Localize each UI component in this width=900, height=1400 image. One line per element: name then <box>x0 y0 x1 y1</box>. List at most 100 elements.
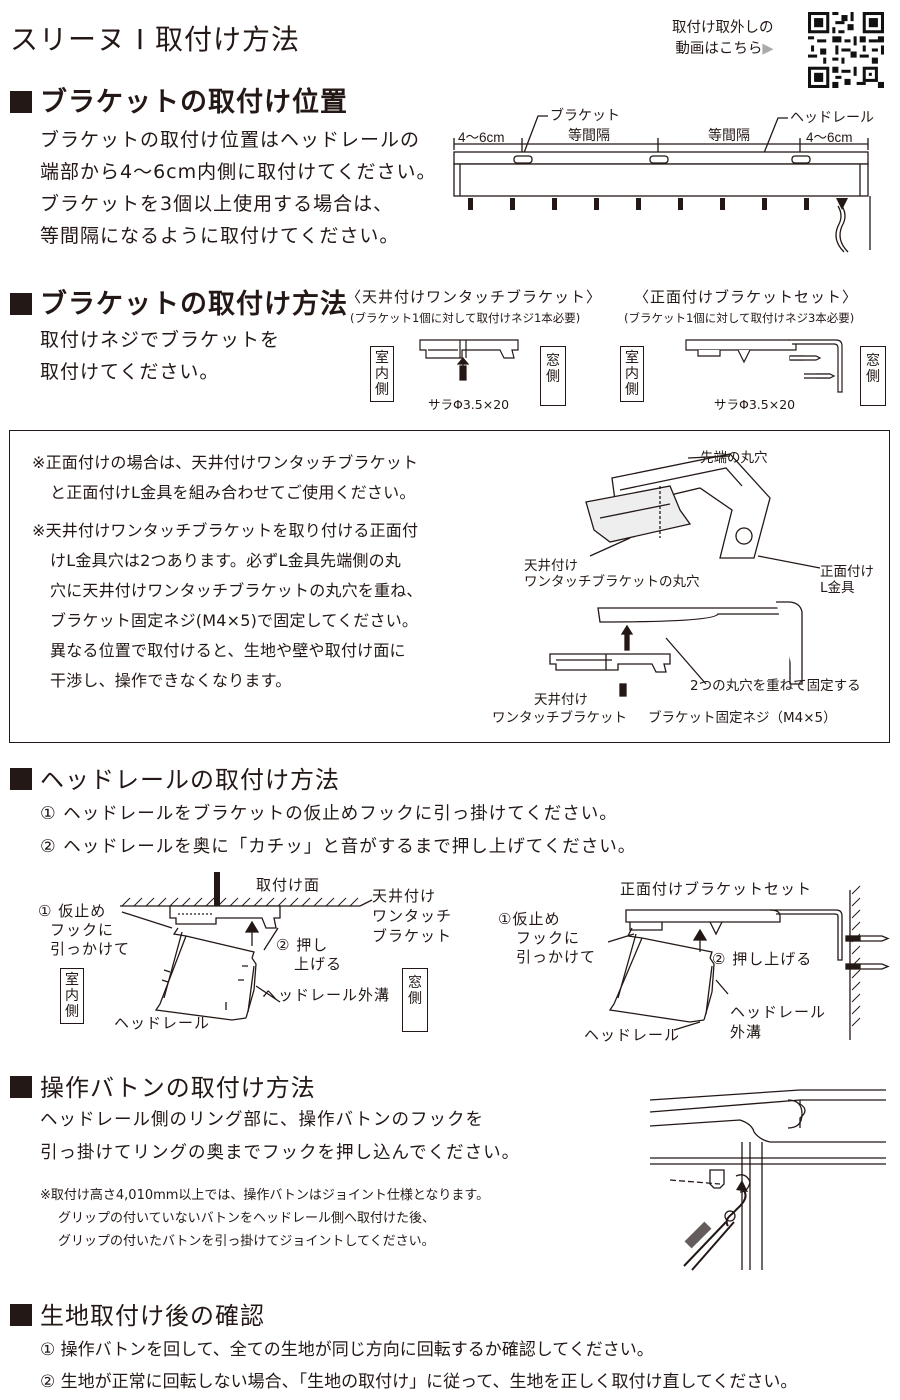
headrail-label: ヘッドレール <box>790 110 874 126</box>
ceiling-headrail-diagram <box>120 872 373 1021</box>
dimension-label-left: 4〜6cm <box>458 130 505 145</box>
equal-spacing-label-2: 等間隔 <box>708 127 750 144</box>
ceiling-bracket-label-2: ワンタッチブラケット <box>492 709 627 726</box>
front-headrail-diagram <box>607 885 890 1040</box>
step-line: ② 生地が正常に回転しない場合、「生地の取付け」に従って、生地を正しく取付け直し… <box>40 1372 798 1392</box>
headrail-groove-label: ヘッドレール 外溝 <box>730 1002 826 1042</box>
section-heading-wand-method: 操作バトンの取付け方法 <box>10 1068 316 1103</box>
ceiling-one-touch-label: 天井付け ワンタッチ ブラケット <box>372 886 452 946</box>
ceiling-screw-spec: サラΦ3.5×20 <box>428 397 510 412</box>
qr-caption: 取付け取外しの 動画はこちら▶ <box>672 18 774 60</box>
section-heading-bracket-method: ブラケットの取付け方法 <box>10 282 348 321</box>
ceiling-bracket-drawing <box>419 339 519 381</box>
push-up-label: ② 押し上げる <box>712 950 813 968</box>
step-line: ① 操作バトンを回して、全ての生地が同じ方向に回転するか確認してください。 <box>40 1340 654 1360</box>
note-line: ※正面付けの場合は、天井付けワンタッチブラケット <box>32 453 419 472</box>
note-line: グリップの付いていないバトンをヘッドレール側へ取付けた後、 <box>58 1211 436 1226</box>
fix-screw-label: ブラケット固定ネジ（M4×5） <box>648 709 837 726</box>
note-line: ※取付け高さ4,010mm以上では、操作バトンはジョイント仕様となります。 <box>40 1188 490 1203</box>
label-line: 外溝 <box>730 1023 763 1041</box>
post-install-steps: ① 操作バトンを回して、全ての生地が同じ方向に回転するか確認してください。 ② … <box>40 1334 895 1398</box>
mount-surface-label: 取付け面 <box>256 876 321 894</box>
note-line: ブラケット固定ネジ(M4×5)で固定してください。 <box>50 611 419 630</box>
front-screw-spec: サラΦ3.5×20 <box>714 397 796 412</box>
note-line: けL金具穴は2つあります。必ずL金具先端側の丸 <box>50 551 402 570</box>
bracket-label: ブラケット <box>550 107 620 124</box>
front-l-label-1: 正面付け <box>820 564 874 580</box>
section-heading-headrail-method: ヘッドレールの取付け方法 <box>10 760 340 795</box>
headrail-label: ヘッドレール <box>114 1014 211 1032</box>
note-line: 異なる位置で取付けると、生地や壁や取付け面に <box>50 641 406 660</box>
front-bracket-drawing <box>685 339 843 393</box>
temp-hook-label: ①仮止め フックに 引っかけて <box>498 910 596 967</box>
front-bracket-set-label: 正面付けブラケットセット <box>620 880 813 898</box>
section-heading-text: 生地取付け後の確認 <box>40 1302 265 1330</box>
dimension-label-right: 4〜6cm <box>806 130 853 145</box>
note-line: ※天井付けワンタッチブラケットを取り付ける正面付 <box>32 521 419 540</box>
label-line: ヘッドレール <box>730 1003 827 1021</box>
text-line: ブラケットの取付け位置はヘッドレールの <box>40 129 421 151</box>
square-bullet-icon <box>10 1304 32 1326</box>
square-bullet-icon <box>10 91 32 113</box>
indoor-side-label: 室内側 <box>370 346 394 402</box>
section-heading-text: ブラケットの取付け位置 <box>40 87 348 118</box>
push-up-label: ② 押し 上げる <box>276 936 342 974</box>
tip-hole-label: 先端の丸穴 <box>700 450 768 466</box>
front-bracket-subtitle: (ブラケット1個に対して取付けネジ3本必要) <box>624 311 855 325</box>
label-line: ② 押し <box>276 936 329 954</box>
ceiling-hole-label-2: ワンタッチブラケットの丸穴 <box>524 573 700 590</box>
note-line: と正面付けL金具を組み合わせてご使用ください。 <box>50 483 416 502</box>
ceiling-bracket-label-1: 天井付け <box>534 692 588 708</box>
note-line: グリップの付いたバトンを引っ掛けてジョイントしてください。 <box>58 1234 435 1249</box>
ceiling-bracket-subtitle: (ブラケット1個に対して取付けネジ1本必要) <box>350 311 581 325</box>
label-line: フックに <box>516 929 581 947</box>
bracket-method-text: 取付けネジでブラケットを 取付けてください。 <box>40 324 340 388</box>
indoor-side-label: 室内側 <box>60 968 84 1024</box>
qr-code-icon[interactable] <box>808 12 884 88</box>
square-bullet-icon <box>10 768 32 790</box>
note-line: 干渉し、操作できなくなります。 <box>50 671 292 690</box>
text-line: ブラケットを3個以上使用する場合は、 <box>40 193 394 215</box>
label-line: ① 仮止め <box>38 902 107 920</box>
arrow-right-icon: ▶ <box>762 41 774 57</box>
overlap-label: 2つの丸穴を重ねて固定する <box>690 678 861 694</box>
indoor-side-text: 室内側 <box>65 972 79 1020</box>
label-line: 上げる <box>294 955 343 973</box>
note-line: 穴に天井付けワンタッチブラケットの丸穴を重ね、 <box>50 581 423 600</box>
indoor-side-text: 室内側 <box>625 350 639 398</box>
text-line: 引っ掛けてリングの奥までフックを押し込んでください。 <box>40 1143 521 1163</box>
label-line: ブラケット <box>372 927 453 945</box>
indoor-side-text: 室内側 <box>375 350 389 398</box>
label-line: 天井付け <box>372 887 437 905</box>
headrail-label: ヘッドレール <box>584 1026 681 1044</box>
front-bracket-title: 〈正面付けブラケットセット〉 <box>634 288 859 306</box>
section-heading-post-install-check: 生地取付け後の確認 <box>10 1296 265 1331</box>
window-side-label: 窓側 <box>540 346 566 406</box>
front-mount-note-box <box>9 430 890 743</box>
label-line: 引っかけて <box>50 940 131 958</box>
label-line: 引っかけて <box>516 948 597 966</box>
bracket-position-diagram: 4〜6cm 4〜6cm ブラケット 等間隔 等間隔 ヘッドレール <box>453 107 874 253</box>
text-line: ヘッドレール側のリング部に、操作バトンのフックを <box>40 1110 484 1130</box>
label-line: ワンタッチ <box>372 907 453 925</box>
text-line: 端部から4〜6cm内側に取付けてください。 <box>40 161 437 183</box>
window-side-text: 窓側 <box>408 975 422 1007</box>
wand-method-text: ヘッドレール側のリング部に、操作バトンのフックを 引っ掛けてリングの奥までフック… <box>40 1104 640 1170</box>
ceiling-hole-label-1: 天井付け <box>524 558 578 574</box>
bracket-position-text: ブラケットの取付け位置はヘッドレールの 端部から4〜6cm内側に取付けてください… <box>40 124 460 252</box>
wand-attach-diagram <box>649 1089 886 1271</box>
front-l-label-2: L金具 <box>820 580 855 596</box>
headrail-groove-label: ヘッドレール外溝 <box>262 986 391 1004</box>
text-line: 等間隔になるように取付けてください。 <box>40 225 400 247</box>
front-mount-assembly-diagram: 先端の丸穴 天井付け ワンタッチブラケットの丸穴 正面付け L金具 2つの丸穴を… <box>492 450 874 726</box>
qr-caption-line-1: 取付け取外しの <box>672 20 774 36</box>
square-bullet-icon <box>10 1076 32 1098</box>
window-side-label: 窓側 <box>402 968 428 1032</box>
section-heading-text: ブラケットの取付け方法 <box>40 289 348 320</box>
page-title: スリーヌ Ⅰ 取付け方法 <box>10 23 301 56</box>
text-line: 取付けてください。 <box>40 361 220 383</box>
text-line: 取付けネジでブラケットを <box>40 329 281 351</box>
step-line: ① ヘッドレールをブラケットの仮止めフックに引っ掛けてください。 <box>40 804 618 824</box>
window-side-text: 窓側 <box>866 353 880 385</box>
window-side-label: 窓側 <box>860 346 886 406</box>
